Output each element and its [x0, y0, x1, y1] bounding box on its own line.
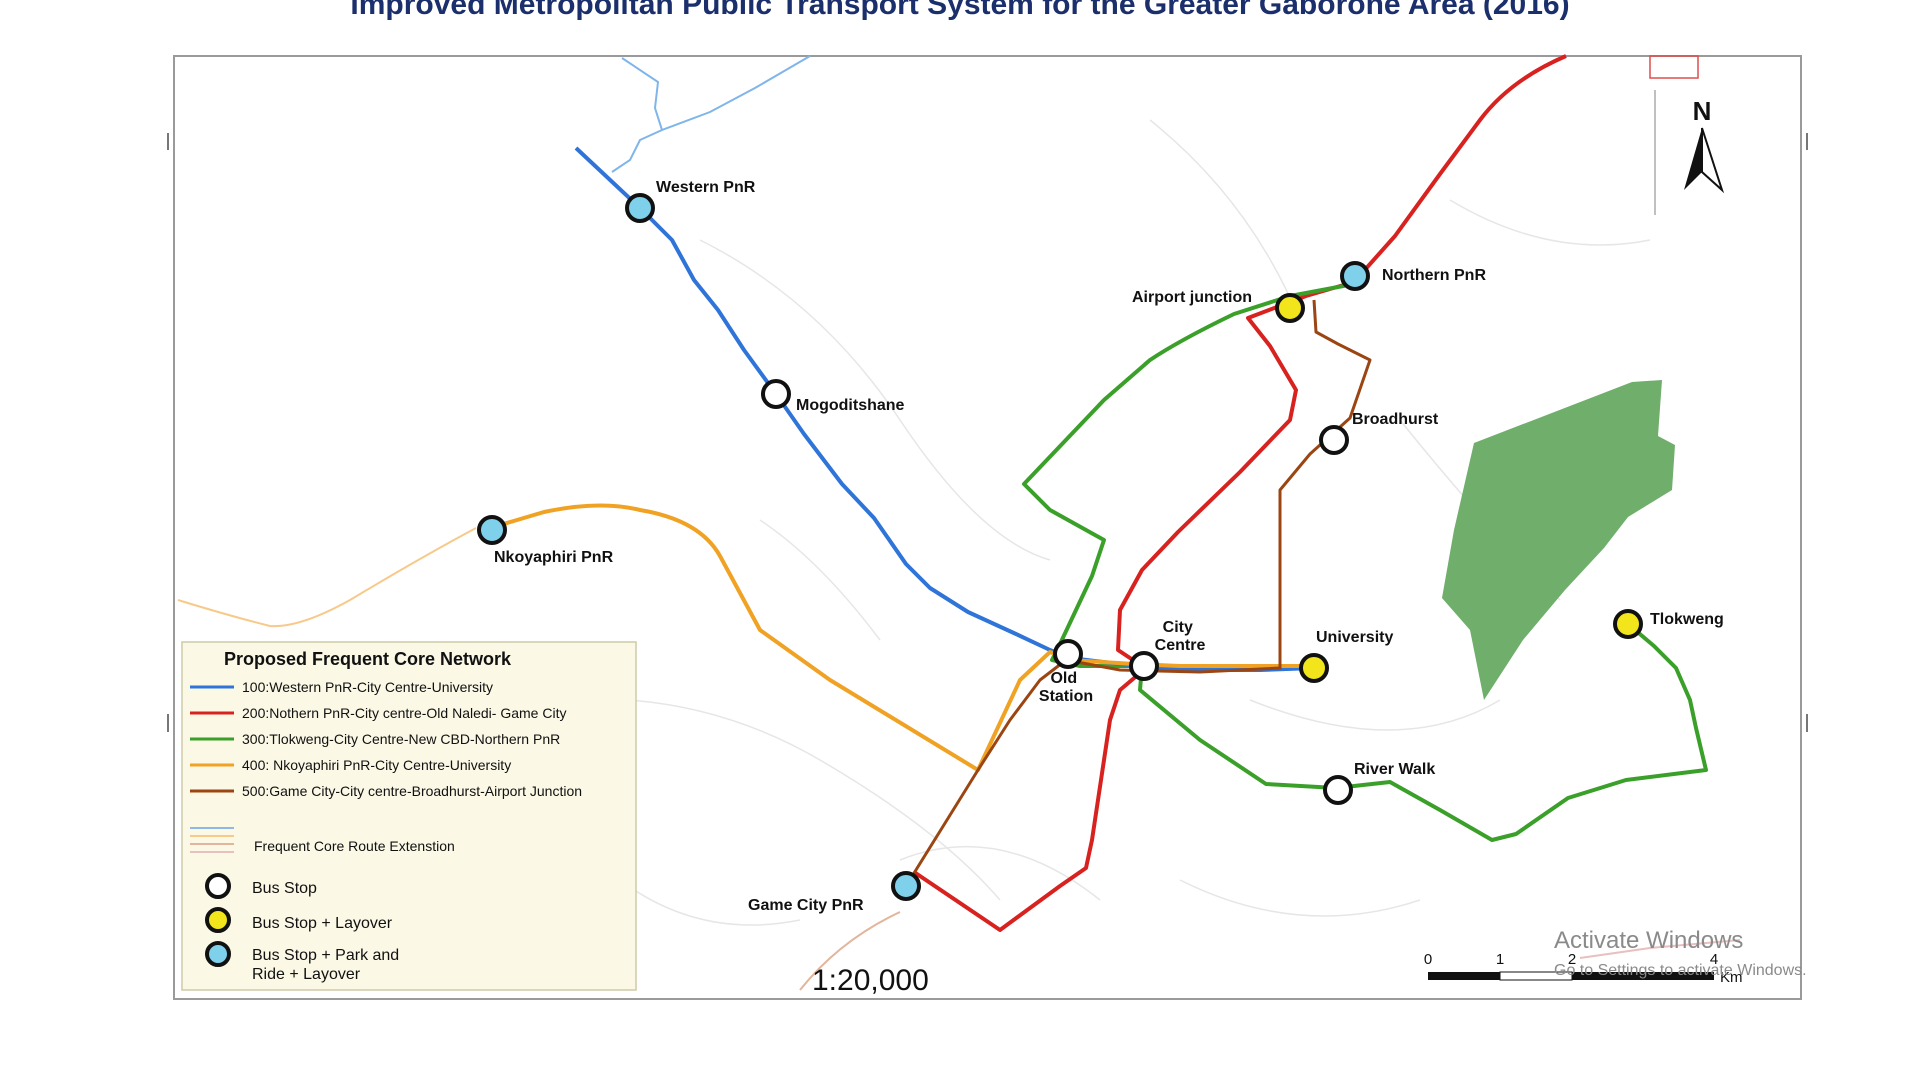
legend-route-300: 300:Tlokweng-City Centre-New CBD-Norther… — [242, 731, 560, 747]
label-university: University — [1316, 629, 1393, 646]
north-arrow: N — [1654, 90, 1725, 215]
route-400-line — [489, 503, 1314, 772]
label-river-walk: River Walk — [1354, 761, 1435, 778]
route-300-line — [1022, 282, 1708, 842]
legend-pnr-line1: Bus Stop + Park and — [252, 947, 399, 964]
legend-pnr-line2: Ride + Layover — [252, 966, 361, 983]
legend-route-400: 400: Nkoyaphiri PnR-City Centre-Universi… — [242, 757, 511, 773]
legend-extension-lines — [190, 827, 234, 853]
label-western-pnr: Western PnR — [656, 179, 756, 196]
frame-ticks — [167, 133, 1808, 732]
stop-old-station[interactable] — [1053, 639, 1083, 669]
scale-tick-2: 2 — [1568, 951, 1576, 968]
legend-route-500: 500:Game City-City centre-Broadhurst-Air… — [242, 783, 582, 799]
label-nkoyaphiri-pnr: Nkoyaphiri PnR — [494, 549, 614, 566]
label-city-centre-line2: Centre — [1155, 637, 1206, 654]
stop-northern-pnr[interactable] — [1340, 261, 1370, 291]
stop-airport-junction[interactable] — [1275, 293, 1305, 323]
stop-tlokweng[interactable] — [1613, 609, 1643, 639]
label-tlokweng: Tlokweng — [1650, 611, 1724, 628]
label-airport-junction: Airport junction — [1132, 289, 1252, 306]
legend-route-100: 100:Western PnR-City Centre-University — [242, 679, 493, 695]
legend-layover-symbol — [205, 907, 231, 933]
route-500-line — [904, 299, 1372, 887]
watermark-line2: Go to Settings to activate Windows. — [1554, 962, 1807, 979]
label-mogoditshane: Mogoditshane — [796, 397, 905, 414]
scale-tick-4: 4 — [1710, 951, 1718, 968]
legend: Proposed Frequent Core Network 100:Weste… — [181, 641, 637, 991]
stop-broadhurst[interactable] — [1319, 425, 1349, 455]
watermark-line1: Activate Windows — [1554, 927, 1743, 954]
route-extensions — [177, 527, 1741, 991]
label-game-city-pnr: Game City PnR — [748, 897, 864, 914]
stop-nkoyaphiri-pnr[interactable] — [477, 515, 507, 545]
north-label: N — [1693, 96, 1712, 126]
label-broadhurst: Broadhurst — [1352, 411, 1439, 428]
label-city-centre: City Centre — [1155, 619, 1206, 654]
legend-pnr-symbol — [205, 941, 231, 967]
scale-ratio: 1:20,000 — [812, 964, 929, 997]
label-old-station-line1: Old — [1050, 670, 1077, 687]
scale-bar: 0 1 2 4 Km — [1424, 951, 1743, 986]
stop-mogoditshane[interactable] — [761, 379, 791, 409]
legend-route-200: 200:Nothern PnR-City centre-Old Naledi- … — [242, 705, 566, 721]
building-outline — [1649, 55, 1699, 79]
legend-bus-stop-symbol — [205, 873, 231, 899]
legend-box — [181, 641, 637, 991]
stop-game-city-pnr[interactable] — [891, 871, 921, 901]
scale-tick-1: 1 — [1496, 951, 1504, 968]
water-lines — [611, 55, 811, 173]
label-old-station-line2: Station — [1039, 688, 1093, 705]
scale-unit: Km — [1720, 969, 1743, 986]
stop-western-pnr[interactable] — [625, 193, 655, 223]
legend-bus-stop-layover: Bus Stop + Layover — [252, 915, 393, 932]
legend-title: Proposed Frequent Core Network — [224, 649, 512, 669]
legend-extension: Frequent Core Route Extenstion — [254, 838, 455, 854]
stop-university[interactable] — [1299, 653, 1329, 683]
label-northern-pnr: Northern PnR — [1382, 267, 1486, 284]
page-title: Improved Metropolitan Public Transport S… — [350, 0, 1570, 21]
legend-bus-stop: Bus Stop — [252, 880, 317, 897]
scale-tick-0: 0 — [1424, 951, 1432, 968]
stop-city-centre[interactable] — [1129, 651, 1159, 681]
green-area — [1442, 380, 1675, 700]
stop-river-walk[interactable] — [1323, 775, 1353, 805]
label-old-station: Old Station — [1039, 670, 1093, 705]
bus-stops — [477, 193, 1643, 901]
label-city-centre-line1: City — [1163, 619, 1193, 636]
